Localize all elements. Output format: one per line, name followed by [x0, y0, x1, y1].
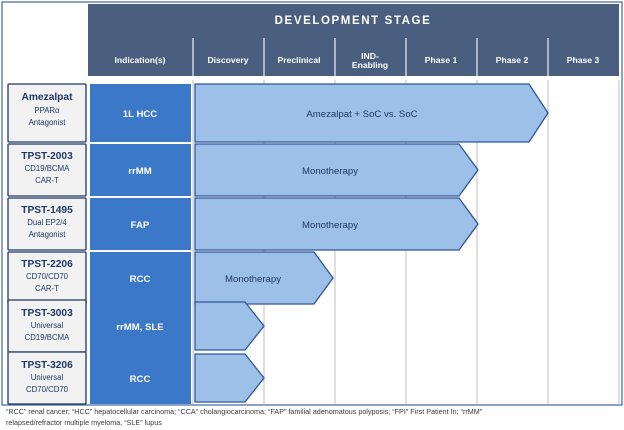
pipeline-row[interactable]: TPST-3206 Universal CD70/CD70 RCC	[7, 351, 265, 405]
program-name: TPST-3206	[21, 360, 73, 371]
indication-cell[interactable]	[90, 300, 191, 352]
header-col-preclinical[interactable]: Preclinical	[278, 55, 321, 65]
program-label-box[interactable]	[7, 351, 87, 405]
indication-cell[interactable]	[90, 144, 191, 196]
chart-outer-border	[1, 1, 623, 406]
indication-label: FAP	[131, 220, 150, 231]
stage-arrow-label: Monotherapy	[302, 220, 358, 231]
program-subtitle-2: CD70/CD70	[26, 385, 69, 394]
program-name: TPST-2003	[21, 151, 73, 162]
program-name: TPST-1495	[21, 205, 73, 216]
program-subtitle-1: CD70/CD70	[26, 272, 69, 281]
program-subtitle-1: Universal	[31, 373, 64, 382]
program-subtitle-1: Universal	[31, 321, 64, 330]
indication-label: RCC	[130, 374, 151, 385]
stage-arrow[interactable]	[194, 143, 479, 197]
indication-cell[interactable]	[90, 352, 191, 404]
program-label-box[interactable]	[7, 83, 87, 143]
program-name: TPST-3003	[21, 308, 73, 319]
header-col-phase-3[interactable]: Phase 3	[567, 55, 600, 65]
footnote-line-2: relapsed/refractor multiple myeloma, “SL…	[6, 418, 162, 427]
indication-label: rrMM, SLE	[116, 322, 164, 333]
stage-arrow[interactable]	[194, 83, 549, 143]
indication-label: RCC	[130, 274, 151, 285]
program-name: Amezalpat	[22, 92, 74, 103]
pipeline-row[interactable]: TPST-3003 Universal CD19/BCMA rrMM, SLE	[7, 299, 265, 353]
indication-cell[interactable]	[90, 84, 191, 142]
header-title: DEVELOPMENT STAGE	[275, 15, 432, 27]
header-col-indications[interactable]: Indication(s)	[114, 55, 165, 65]
program-subtitle-2: CAR-T	[35, 284, 59, 293]
indication-label: rrMM	[128, 166, 151, 177]
stage-arrow-label: Monotherapy	[225, 274, 281, 285]
header-col-discovery[interactable]: Discovery	[207, 55, 248, 65]
indication-cell[interactable]	[90, 198, 191, 250]
program-subtitle-1: Dual EP2/4	[27, 218, 67, 227]
program-subtitle-2: CAR-T	[35, 176, 59, 185]
indication-cell[interactable]	[90, 252, 191, 304]
stage-arrow[interactable]	[194, 197, 479, 251]
program-label-box[interactable]	[7, 197, 87, 251]
program-subtitle-1: CD19/BCMA	[25, 164, 70, 173]
header-col-phase-2[interactable]: Phase 2	[496, 55, 529, 65]
program-subtitle-2: Antagonist	[29, 230, 67, 239]
program-subtitle-1: PPARα	[34, 106, 60, 115]
header-col-ind-enabling-line2[interactable]: Enabling	[352, 60, 388, 70]
header-col-ind-enabling-line1[interactable]: IND-	[361, 51, 379, 61]
header-block: DEVELOPMENT STAGE Indication(s) Discover…	[88, 4, 619, 76]
stage-arrow[interactable]	[194, 301, 265, 351]
indication-label: 1L HCC	[123, 109, 158, 120]
header-background	[88, 4, 619, 76]
stage-arrow-label: Monotherapy	[302, 166, 358, 177]
pipeline-row[interactable]: TPST-2206 CD70/CD70 CAR-T RCC Monotherap…	[7, 251, 334, 305]
stage-arrow[interactable]	[194, 353, 265, 403]
pipeline-row[interactable]: TPST-2003 CD19/BCMA CAR-T rrMM Monothera…	[7, 143, 479, 197]
program-subtitle-2: Antagonist	[29, 118, 67, 127]
footnote-line-1: “RCC” renal cancer; “HCC” hepatocellular…	[6, 407, 483, 416]
stage-arrow[interactable]	[194, 251, 334, 305]
pipeline-row[interactable]: Amezalpat PPARα Antagonist 1L HCC Amezal…	[7, 83, 549, 143]
header-col-phase-1[interactable]: Phase 1	[425, 55, 458, 65]
program-label-box[interactable]	[7, 143, 87, 197]
stage-arrow-label: Amezalpat + SoC vs. SoC	[306, 109, 417, 120]
program-name: TPST-2206	[21, 259, 73, 270]
pipeline-row[interactable]: TPST-1495 Dual EP2/4 Antagonist FAP Mono…	[7, 197, 479, 251]
header-dividers	[192, 38, 549, 76]
program-subtitle-2: CD19/BCMA	[25, 333, 70, 342]
